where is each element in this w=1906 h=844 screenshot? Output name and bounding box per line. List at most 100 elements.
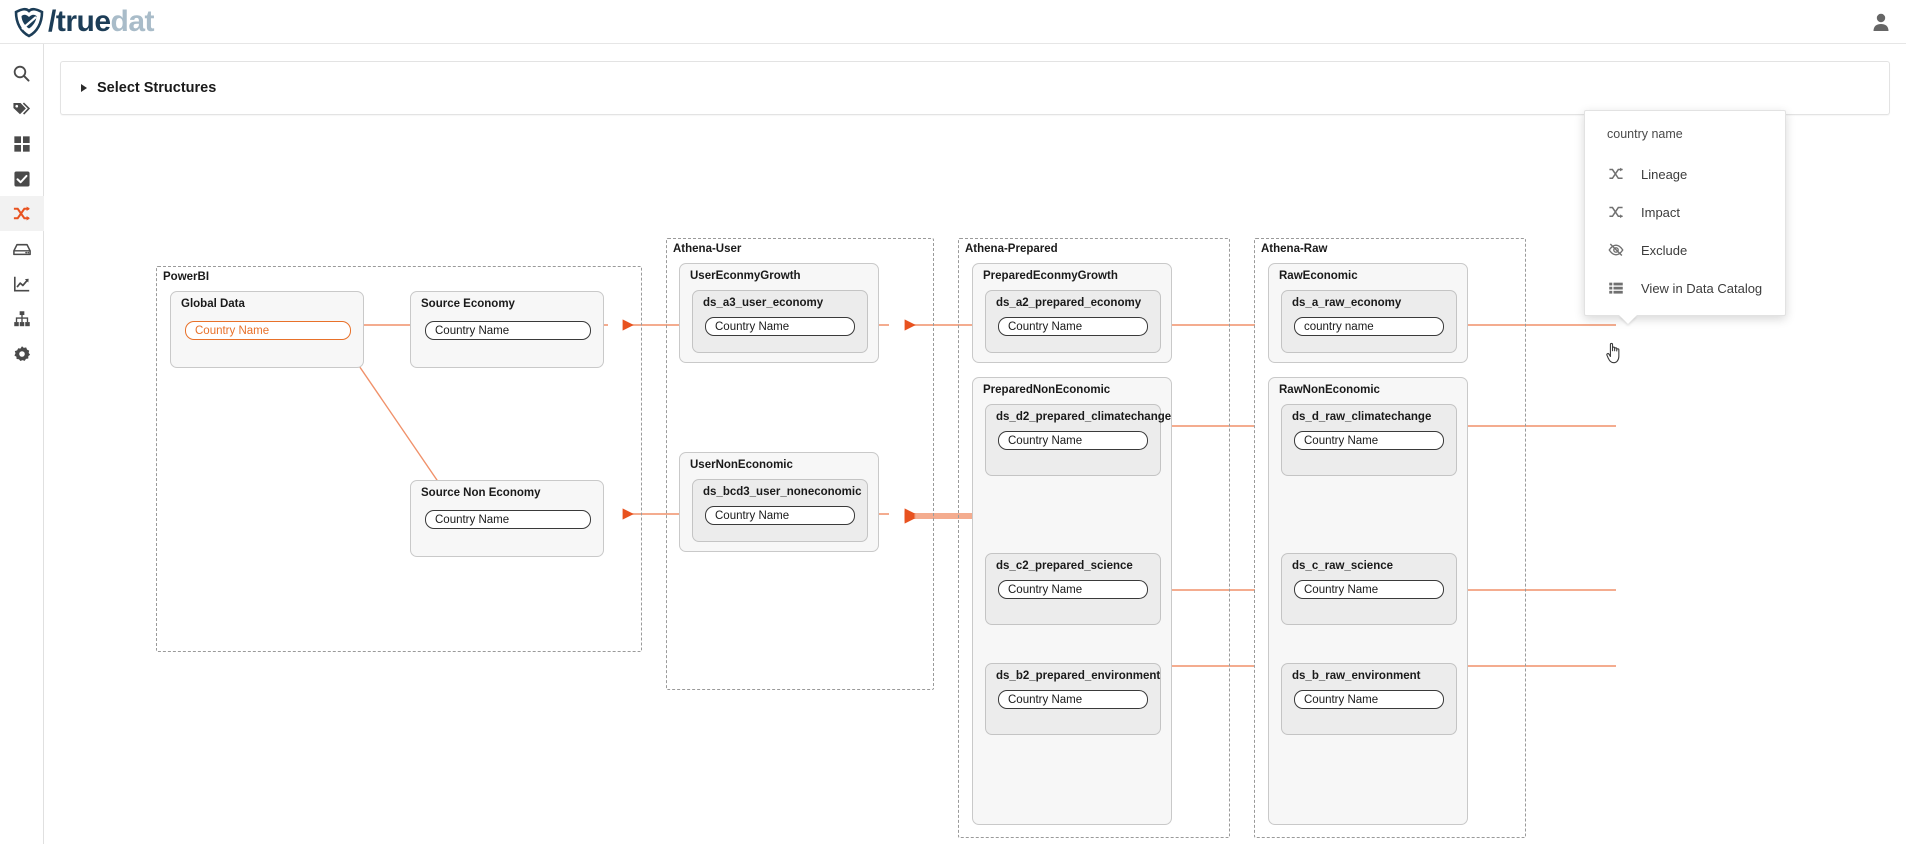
field-country-name[interactable]: Country Name [998, 690, 1148, 709]
group-powerbi[interactable]: PowerBI [156, 266, 642, 652]
shuffle-icon [12, 204, 31, 223]
chart-line-icon [13, 275, 31, 293]
context-menu-item-exclude[interactable]: Exclude [1585, 231, 1785, 269]
context-menu-item-label: Impact [1641, 204, 1681, 220]
logo-dat: dat [110, 4, 155, 38]
node-source-economy[interactable]: Source Economy Country Name [410, 291, 604, 368]
page-title[interactable]: Select Structures [97, 80, 217, 96]
context-menu-item-label: Exclude [1641, 242, 1688, 258]
context-menu[interactable]: country name Lineage Impact [1584, 110, 1786, 324]
dataset-ds-c-raw-science[interactable]: ds_c_raw_science Country Name [1281, 553, 1457, 625]
sidebar-item-domains[interactable] [0, 126, 44, 161]
dataset-ds-a-raw-economy[interactable]: ds_a_raw_economy country name [1281, 290, 1457, 353]
sidebar-item-lineage[interactable] [0, 196, 44, 231]
field-country-name[interactable]: Country Name [425, 510, 591, 529]
context-menu-pointer [1619, 315, 1637, 324]
field-country-name[interactable]: Country Name [998, 580, 1148, 599]
dataset-label: ds_a_raw_economy [1292, 297, 1402, 309]
node-label: PreparedEconmyGrowth [983, 270, 1118, 282]
dataset-ds-c2-prepared-science[interactable]: ds_c2_prepared_science Country Name [985, 553, 1161, 625]
field-country-name-raw[interactable]: country name [1294, 317, 1444, 336]
context-menu-item-lineage[interactable]: Lineage [1585, 155, 1785, 193]
sidebar-item-search[interactable] [0, 56, 44, 91]
dataset-ds-b2-prepared-environment[interactable]: ds_b2_prepared_environment Country Name [985, 663, 1161, 735]
field-country-name[interactable]: Country Name [425, 321, 591, 340]
logo-true: true [55, 4, 111, 38]
dataset-ds-d-raw-climatechange[interactable]: ds_d_raw_climatechange Country Name [1281, 404, 1457, 476]
field-country-name[interactable]: Country Name [998, 317, 1148, 336]
top-bar: /truedat [0, 0, 1906, 44]
context-menu-item-label: Lineage [1641, 166, 1688, 182]
group-athena-prepared[interactable]: Athena-Prepared [958, 238, 1230, 838]
context-menu-item-label: View in Data Catalog [1641, 280, 1763, 296]
context-menu-item-impact[interactable]: Impact [1585, 193, 1785, 231]
node-label: Source Non Economy [421, 487, 541, 499]
node-raw-non-economic[interactable]: RawNonEconomic ds_d_raw_climatechange Co… [1268, 377, 1468, 825]
database-icon [12, 240, 32, 258]
dataset-label: ds_a2_prepared_economy [996, 297, 1142, 309]
sidebar-item-metrics[interactable] [0, 266, 44, 301]
sidebar-item-hierarchy[interactable] [0, 301, 44, 336]
sitemap-icon [13, 310, 31, 328]
context-menu-item-view-in-data-catalog[interactable]: View in Data Catalog [1585, 269, 1785, 307]
field-country-name[interactable]: Country Name [1294, 580, 1444, 599]
dataset-ds-b-raw-environment[interactable]: ds_b_raw_environment Country Name [1281, 663, 1457, 735]
chevron-right-icon[interactable] [81, 84, 87, 92]
context-menu-title: country name [1607, 127, 1683, 141]
check-square-icon [13, 170, 31, 188]
lineage-icon [1607, 165, 1625, 183]
dataset-ds-bcd3-user-noneconomic[interactable]: ds_bcd3_user_noneconomic Country Name [692, 479, 868, 542]
truedat-shield-icon [12, 5, 46, 39]
dataset-label: ds_b2_prepared_environment [996, 670, 1161, 682]
node-prepared-non-economic[interactable]: PreparedNonEconomic ds_d2_prepared_clima… [972, 377, 1172, 825]
sidebar-item-quality[interactable] [0, 161, 44, 196]
node-label: Global Data [181, 298, 245, 310]
dataset-label: ds_b_raw_environment [1292, 670, 1421, 682]
dataset-label: ds_a3_user_economy [703, 297, 824, 309]
field-country-name[interactable]: Country Name [998, 431, 1148, 450]
mouse-pointer-icon [1604, 340, 1626, 371]
sidebar-item-tags[interactable] [0, 91, 44, 126]
group-label: Athena-Raw [1261, 243, 1328, 255]
node-label: UserEconmyGrowth [690, 270, 801, 282]
left-sidebar [0, 44, 44, 844]
node-label: RawEconomic [1279, 270, 1358, 282]
logo-slash: / [48, 4, 56, 38]
gear-icon [13, 345, 31, 363]
select-structures-panel[interactable]: Select Structures [60, 61, 1890, 115]
field-country-name[interactable]: Country Name [705, 506, 855, 525]
user-icon[interactable] [1870, 11, 1892, 33]
node-user-economy-growth[interactable]: UserEconmyGrowth ds_a3_user_economy Coun… [679, 263, 879, 363]
node-raw-economic[interactable]: RawEconomic ds_a_raw_economy country nam… [1268, 263, 1468, 363]
dataset-label: ds_c2_prepared_science [996, 560, 1133, 572]
node-label: PreparedNonEconomic [983, 384, 1111, 396]
node-label: Source Economy [421, 298, 515, 310]
dataset-ds-d2-prepared-climatechange[interactable]: ds_d2_prepared_climatechange Country Nam… [985, 404, 1171, 476]
app-logo[interactable]: /truedat [0, 4, 155, 39]
dataset-label: ds_c_raw_science [1292, 560, 1394, 572]
grid-icon [13, 135, 31, 153]
node-label: RawNonEconomic [1279, 384, 1380, 396]
dataset-ds-a3-user-economy[interactable]: ds_a3_user_economy Country Name [692, 290, 868, 353]
field-country-name[interactable]: Country Name [185, 321, 351, 340]
search-icon [12, 64, 31, 83]
dataset-label: ds_d2_prepared_climatechange [996, 411, 1172, 423]
dataset-label: ds_d_raw_climatechange [1292, 411, 1432, 423]
node-source-non-economy[interactable]: Source Non Economy Country Name [410, 480, 604, 557]
field-country-name[interactable]: Country Name [1294, 431, 1444, 450]
dataset-ds-a2-prepared-economy[interactable]: ds_a2_prepared_economy Country Name [985, 290, 1161, 353]
group-athena-raw[interactable]: Athena-Raw [1254, 238, 1526, 838]
sidebar-item-settings[interactable] [0, 336, 44, 371]
eye-slash-icon [1607, 241, 1625, 259]
sidebar-item-data-structures[interactable] [0, 231, 44, 266]
tag-icon [12, 99, 31, 118]
group-athena-user[interactable]: Athena-User [666, 238, 934, 690]
node-user-non-economic[interactable]: UserNonEconomic ds_bcd3_user_noneconomic… [679, 452, 879, 552]
field-country-name[interactable]: Country Name [1294, 690, 1444, 709]
group-label: PowerBI [163, 271, 210, 283]
field-country-name[interactable]: Country Name [705, 317, 855, 336]
group-label: Athena-User [673, 243, 742, 255]
node-prepared-economy-growth[interactable]: PreparedEconmyGrowth ds_a2_prepared_econ… [972, 263, 1172, 363]
node-global-data[interactable]: Global Data Country Name [170, 291, 364, 368]
